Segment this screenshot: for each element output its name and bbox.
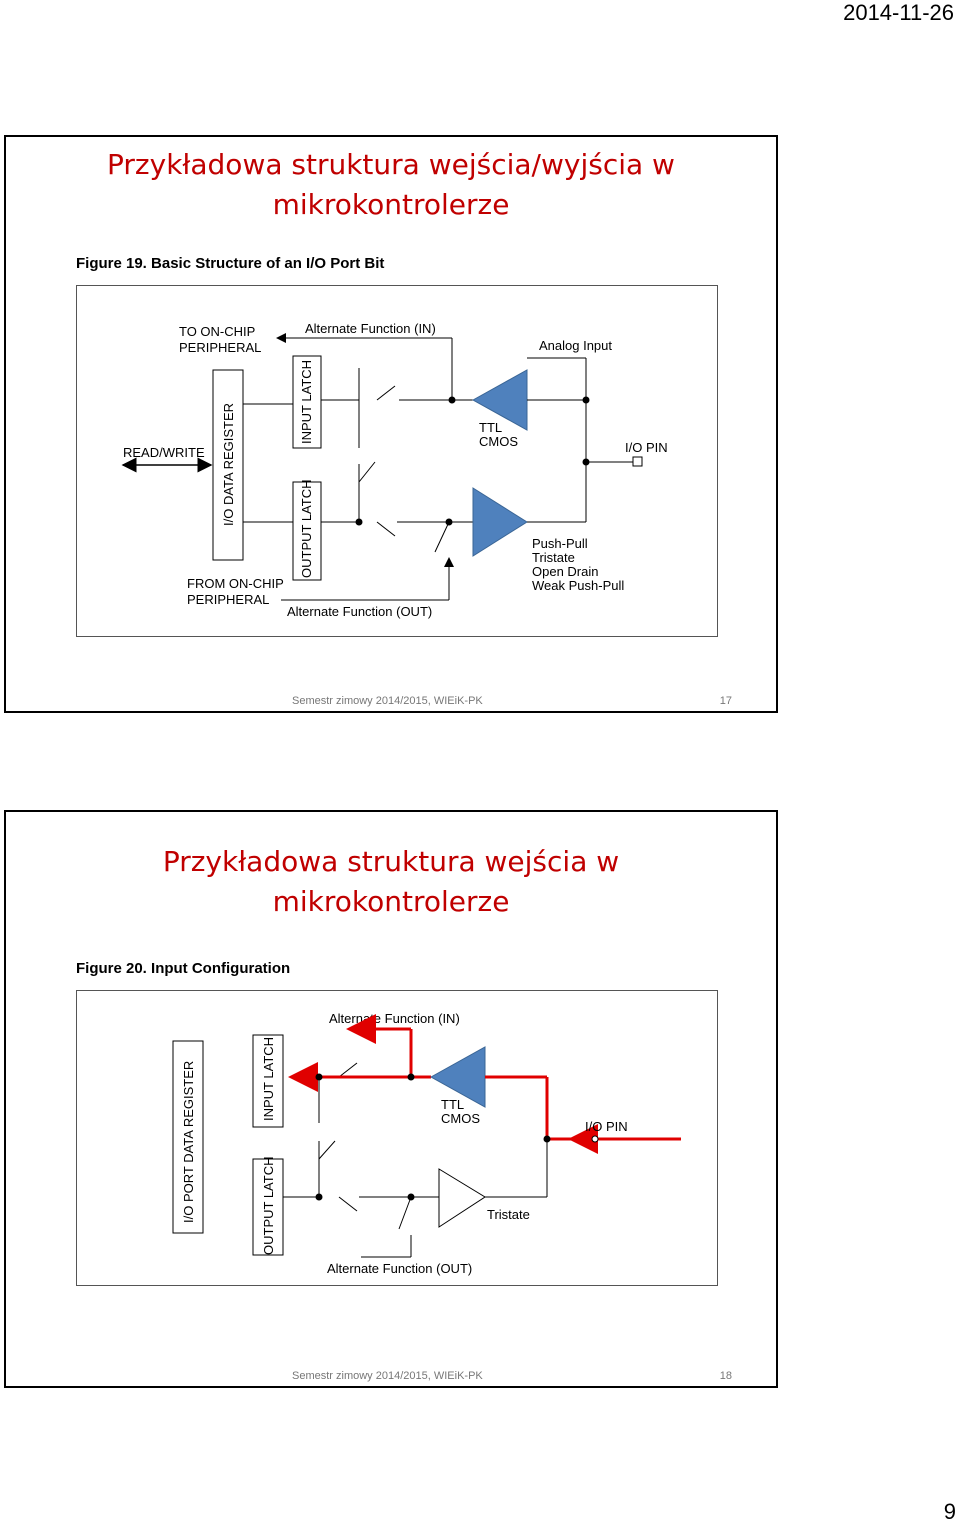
figure-caption: Figure 20. Input Configuration (76, 960, 291, 977)
io-pin-circle (591, 1135, 599, 1143)
label-weak-push-pull: Weak Push-Pull (532, 578, 624, 593)
alt-out-switch (434, 521, 450, 553)
input-config-diagram: Alternate Function (IN) I/O PORT DATA RE… (76, 990, 718, 1286)
label-io-pin: I/O PIN (625, 440, 668, 455)
output-latch-box (252, 1158, 284, 1256)
io-port-data-register-box (172, 1040, 204, 1234)
slide-title-line1: Przykładowa struktura wejścia w (162, 845, 620, 878)
page-number: 9 (943, 1499, 956, 1524)
slide-title-line2: mikrokontrolerze (272, 885, 510, 918)
output-switch-upper (318, 1140, 336, 1160)
label-output-latch: OUTPUT LATCH (261, 1157, 276, 1255)
ttl-node (407, 1073, 415, 1081)
label-read-write: READ/WRITE (123, 445, 205, 460)
label-io-port-data-register: I/O PORT DATA REGISTER (181, 1061, 196, 1223)
tristate-buffer (438, 1168, 486, 1228)
label-to-on-chip: TO ON-CHIP (179, 324, 255, 339)
label-output-latch: OUTPUT LATCH (299, 480, 314, 578)
label-alt-function-out: Alternate Function (OUT) (287, 604, 432, 619)
output-node (315, 1193, 323, 1201)
io-pin-square (632, 456, 643, 467)
label-ttl: TTL (479, 420, 502, 435)
label-tristate: Tristate (532, 550, 575, 565)
output-switch (338, 1196, 358, 1212)
label-io-pin: I/O PIN (585, 1119, 628, 1134)
slide-18: Przykładowa struktura wejścia w mikrokon… (4, 810, 778, 1388)
slide-title: Przykładowa struktura wejścia w mikrokon… (6, 842, 776, 922)
label-cmos: CMOS (441, 1111, 480, 1126)
label-io-data-register: I/O DATA REGISTER (221, 403, 236, 526)
label-cmos: CMOS (479, 434, 518, 449)
label-alt-function-in: Alternate Function (IN) (329, 1011, 460, 1026)
label-tristate: Tristate (487, 1207, 530, 1222)
slide-title-line1: Przykładowa struktura wejścia/wyjścia w (107, 148, 675, 181)
label-from-on-chip: FROM ON-CHIP (187, 576, 284, 591)
io-port-diagram-svg: TO ON-CHIP PERIPHERAL Alternate Function… (121, 321, 668, 619)
figure-caption: Figure 19. Basic Structure of an I/O Por… (76, 255, 385, 272)
input-switch (338, 1062, 358, 1078)
label-input-latch: INPUT LATCH (299, 360, 314, 444)
output-latch-box (292, 481, 322, 581)
output-buffer (472, 487, 528, 557)
input-node (315, 1073, 323, 1081)
slide-title: Przykładowa struktura wejścia/wyjścia w … (6, 145, 776, 225)
slide-title-line2: mikrokontrolerze (272, 188, 510, 221)
label-open-drain: Open Drain (532, 564, 598, 579)
page-date: 2014-11-26 (843, 0, 954, 25)
output-switch (376, 521, 396, 537)
output-switch-upper (358, 461, 376, 483)
alt-out-switch (398, 1196, 412, 1230)
io-port-diagram: TO ON-CHIP PERIPHERAL Alternate Function… (76, 285, 718, 637)
pin-node (543, 1135, 551, 1143)
label-input-latch: INPUT LATCH (261, 1037, 276, 1121)
label-alt-function-in: Alternate Function (IN) (305, 321, 436, 336)
input-latch-box (252, 1034, 284, 1128)
input-config-diagram-svg: Alternate Function (IN) I/O PORT DATA RE… (172, 1011, 681, 1276)
slide-number: 17 (719, 695, 732, 707)
io-data-register-box (212, 369, 244, 561)
footer-text: Semestr zimowy 2014/2015, WIEiK-PK (292, 695, 483, 707)
footer-text: Semestr zimowy 2014/2015, WIEiK-PK (292, 1370, 483, 1382)
label-analog-input: Analog Input (539, 338, 612, 353)
label-ttl: TTL (441, 1097, 464, 1112)
input-switch (376, 385, 396, 401)
input-latch-box (292, 355, 322, 449)
label-from-on-chip-peripheral: PERIPHERAL (187, 592, 269, 607)
slide-number: 18 (719, 1370, 732, 1382)
label-push-pull: Push-Pull (532, 536, 588, 551)
slide-17: Przykładowa struktura wejścia/wyjścia w … (4, 135, 778, 713)
label-alt-function-out: Alternate Function (OUT) (327, 1261, 472, 1276)
label-to-on-chip-peripheral: PERIPHERAL (179, 340, 261, 355)
